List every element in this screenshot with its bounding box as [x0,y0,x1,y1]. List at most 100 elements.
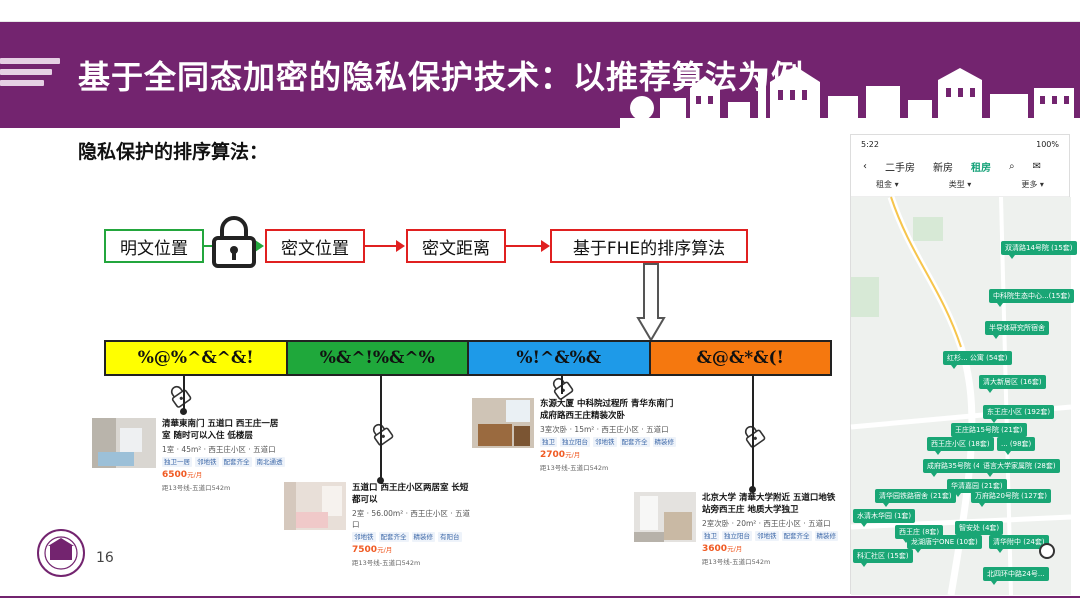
map-pin[interactable]: 双清路14号院 (15套) [1001,241,1077,259]
encrypted-segments-bar: %@%^&^&! %&^!%&^% %!^&%& &@&*&(! [104,340,832,376]
pin-line-2 [380,376,382,480]
pin-dot-4 [749,486,756,493]
map-pin[interactable]: 清华附中 (24套) [989,535,1049,553]
segment-orange: &@&*&(! [650,342,830,374]
listing-card-2[interactable]: 五道口 西王庄小区两居室 长短都可以 2室 · 56.00m² · 西王庄小区 … [284,482,472,567]
segment-yellow: %@%^&^&! [106,342,288,374]
map-pin[interactable]: 中科院生态中心...(15套) [989,289,1075,307]
filter-more[interactable]: 更多 ▾ [1021,180,1044,189]
pin-line-1 [183,376,185,410]
filter-rent[interactable]: 租金 ▾ [876,180,899,189]
university-seal-icon [37,529,85,577]
header-bar: 基于全同态加密的隐私保护技术：以推荐算法为例 [0,22,1080,128]
map-pin[interactable]: ... (98套) [997,437,1036,455]
listing-price: 3600 [702,544,728,554]
listing-meta: 3室次卧 · 15m² · 西王庄小区 · 五道口 [540,425,669,434]
listing-card-3[interactable]: 东源大厦 中科院过程所 青华东南门 成府路西王庄精装次卧 3室次卧 · 15m²… [472,398,676,472]
phone-filter-bar: 租金 ▾ 类型 ▾ 更多 ▾ [851,179,1069,197]
tab-second-hand[interactable]: 二手房 [885,162,915,174]
listing-photo [284,482,346,530]
map-pin[interactable]: 龙湖唐宁ONE (10套) [907,535,982,553]
listing-tag: 南北通透 [254,457,285,467]
pin-line-3 [561,376,563,394]
top-strip [0,0,1080,22]
listing-tag: 邻地铁 [195,457,219,467]
price-unit: 元/月 [565,451,581,459]
ciphertext-distance-box: 密文距离 [406,229,506,263]
footer-line [0,596,1080,598]
pin-dot-2 [377,477,384,484]
map-pin[interactable]: 西王庄小区 (18套) [927,437,994,455]
back-icon[interactable]: ‹ [863,160,867,172]
small-lock-icon [372,423,394,446]
listing-card-1[interactable]: 清華東南门 五道口 西王庄一居室 随时可以入住 低楼层 1室 · 45m² · … [92,418,285,492]
search-icon[interactable]: ⌕ [1009,160,1015,172]
message-icon[interactable]: ✉ [1032,160,1041,172]
lock-icon [212,216,256,268]
listing-tag: 邻地铁 [593,437,617,447]
campus-skyline-icon [620,66,1080,128]
down-arrow-icon [636,263,666,342]
map-pin[interactable]: 东王庄小区 (192套) [983,405,1055,423]
slide-title: 基于全同态加密的隐私保护技术：以推荐算法为例 [78,58,805,96]
listing-tag: 精装修 [814,531,838,541]
listing-title: 东源大厦 中科院过程所 青华东南门 成府路西王庄精装次卧 [540,399,674,421]
flow-arrow-3 [506,240,550,252]
listing-tag: 配套齐全 [619,437,650,447]
map-pin[interactable]: 北四环中路24号... [983,567,1049,585]
fhe-sort-algorithm-box: 基于FHE的排序算法 [550,229,748,263]
listing-tag: 配套齐全 [781,531,812,541]
listing-photo [92,418,156,468]
map-view[interactable]: 双清路14号院 (15套) 中科院生态中心...(15套) 半导体研究所宿舍 红… [850,195,1077,596]
locate-icon[interactable] [1039,543,1055,559]
listing-tag: 配套齐全 [378,532,409,542]
phone-nav-bar: ‹ 二手房 新房 租房 ⌕ ✉ [851,153,1069,179]
pin-line-4 [752,376,754,488]
segment-green: %&^!%&^% [287,342,469,374]
listing-tag: 精装修 [411,532,435,542]
phone-map-screenshot[interactable]: 5:22 100% ‹ 二手房 新房 租房 ⌕ ✉ 租金 ▾ 类型 ▾ 更多 ▾ [850,134,1077,596]
listing-commute: 距13号线-五道口542m [702,558,771,566]
listing-meta: 2室次卧 · 20m² · 西王庄小区 · 五道口 [702,519,831,528]
listing-tag: 有阳台 [438,532,462,542]
listing-commute: 距13号线-五道口542m [540,464,609,472]
map-pin[interactable]: 万府路20号院 (127套) [971,489,1051,507]
listing-title: 清華東南门 五道口 西王庄一居室 随时可以入住 低楼层 [162,419,279,441]
listing-tag: 配套齐全 [221,457,252,467]
listing-card-4[interactable]: 北京大学 清華大学附近 五道口地铁站旁西王庄 地质大学独卫 2室次卧 · 20m… [634,492,838,566]
ciphertext-position-box: 密文位置 [265,229,365,263]
filter-type[interactable]: 类型 ▾ [948,180,972,189]
page-number: 16 [96,550,114,566]
listing-tag: 精装修 [652,437,676,447]
map-pin[interactable]: 半导体研究所宿舍 [985,321,1049,339]
listing-title: 北京大学 清華大学附近 五道口地铁站旁西王庄 地质大学独卫 [702,493,836,515]
map-pin[interactable]: 红杉... 公寓 (54套) [943,351,1012,369]
map-pin[interactable]: 水清木华园 (1套) [853,509,916,527]
listing-price: 2700 [540,450,566,460]
listing-tag: 独立阳台 [722,531,752,541]
listing-meta: 1室 · 45m² · 西王庄小区 · 五道口 [162,445,276,454]
header-decoration-lines [0,58,60,91]
map-pin[interactable]: 智安处 (4套) [955,521,1004,539]
phone-status-bar: 5:22 100% [851,135,1069,153]
map-pin[interactable]: 语言大学家属院 (28套) [979,459,1060,477]
price-unit: 元/月 [377,546,393,554]
map-pin[interactable]: 清华园铁路宿舍 (21套) [875,489,956,507]
listing-photo [472,398,534,448]
listing-tag: 独立阳台 [560,437,590,447]
map-pin[interactable]: 王庄路15号院 (21套) [951,423,1027,441]
status-battery: 100% [1036,140,1059,149]
tab-new-house[interactable]: 新房 [933,162,953,174]
tab-rent[interactable]: 租房 [971,162,991,174]
listing-meta: 2室 · 56.00m² · 西王庄小区 · 五道口 [352,509,471,529]
listing-tag: 独卫 [540,437,557,447]
map-pin[interactable]: 科汇社区 (15套) [853,549,913,567]
section-subtitle: 隐私保护的排序算法： [78,141,269,163]
listing-tag: 邻地铁 [755,531,779,541]
segment-blue: %!^&%& [469,342,651,374]
listing-commute: 距13号线-五道口542m [352,559,421,567]
listing-tag: 独卫一居 [162,457,192,467]
map-pin[interactable]: 清大新居区 (16套) [979,375,1046,393]
listing-tag: 独卫 [702,531,719,541]
